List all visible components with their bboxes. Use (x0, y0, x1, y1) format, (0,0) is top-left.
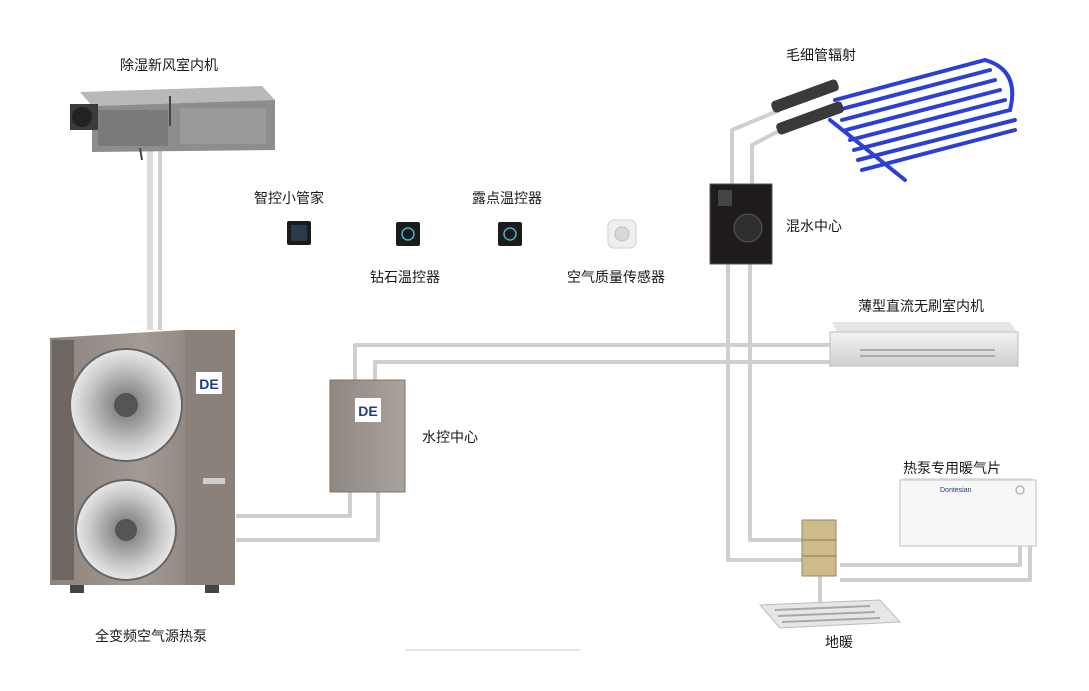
slim-fan-coil-image (829, 322, 1019, 367)
water-control-center-image: DE (329, 379, 406, 493)
air-quality-sensor-label: 空气质量传感器 (567, 270, 665, 286)
capillary-manifold-image (771, 79, 844, 135)
heat-pump-label: 全变频空气源热泵 (95, 629, 207, 645)
smart-butler-label: 智控小管家 (254, 191, 324, 207)
radiator-image: Dontesian (899, 478, 1037, 547)
pipe-network (147, 108, 1032, 605)
fresh-air-unit-image (70, 86, 275, 161)
heat-pump-image: DE (50, 330, 235, 593)
svg-text:Dontesian: Dontesian (940, 487, 972, 494)
water-control-center-label: 水控中心 (422, 430, 478, 446)
radiator-label: 热泵专用暖气片 (903, 461, 1001, 477)
smart-butler-device (287, 221, 311, 245)
svg-text:DE: DE (358, 403, 377, 419)
capillary-radiant-label: 毛细管辐射 (786, 48, 856, 64)
diamond-thermostat-device (396, 222, 420, 246)
fresh-air-unit-label: 除湿新风室内机 (120, 58, 218, 74)
mixing-center-label: 混水中心 (786, 219, 842, 235)
floor-manifold-image (801, 519, 837, 577)
svg-text:DE: DE (199, 376, 218, 392)
floor-heating-label: 地暖 (825, 635, 853, 651)
slim-fan-coil-label: 薄型直流无刷室内机 (858, 299, 984, 315)
dew-thermostat-device (498, 222, 522, 246)
diamond-thermostat-label: 钻石温控器 (370, 270, 440, 286)
capillary-radiant-image (828, 58, 1017, 182)
mixing-center-image (709, 183, 773, 265)
air-quality-sensor-device (607, 219, 637, 249)
floor-heating-image (758, 599, 902, 629)
dew-thermostat-label: 露点温控器 (472, 191, 542, 207)
